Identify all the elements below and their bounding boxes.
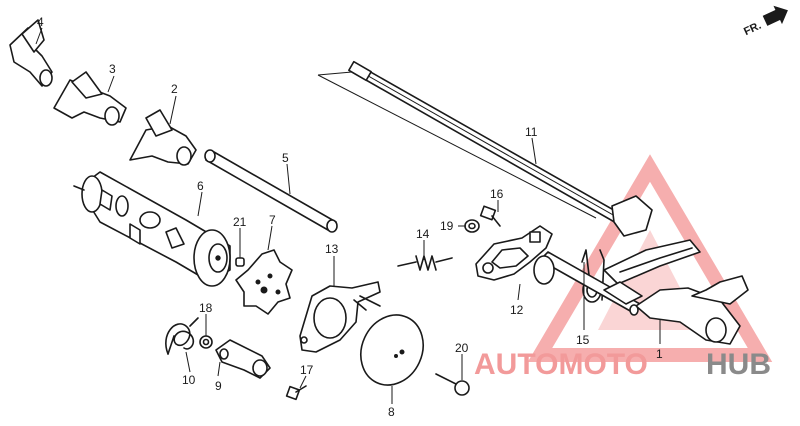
callout-15: 15 bbox=[576, 333, 590, 347]
part-shift-fork-c bbox=[129, 109, 197, 166]
leader-lines bbox=[35, 27, 661, 404]
callout-18: 18 bbox=[199, 301, 213, 315]
part-gearshift-spindle bbox=[533, 195, 749, 345]
part-bolt-medium bbox=[479, 205, 501, 227]
watermark: AUTOMOTO HUB bbox=[474, 348, 771, 381]
part-fork-shaft bbox=[204, 149, 338, 233]
callout-8: 8 bbox=[388, 405, 395, 419]
front-direction-marker: FR. bbox=[742, 5, 788, 38]
callout-19: 19 bbox=[440, 219, 454, 233]
callout-16: 16 bbox=[490, 187, 504, 201]
callout-2: 2 bbox=[171, 82, 178, 96]
part-shift-fork-a bbox=[9, 19, 53, 87]
callout-4: 4 bbox=[37, 15, 44, 29]
callout-13: 13 bbox=[325, 242, 339, 256]
watermark-text-a: AUTOMOTO bbox=[474, 348, 648, 381]
part-shift-fork-b bbox=[53, 71, 127, 126]
callout-7: 7 bbox=[269, 213, 276, 227]
callout-10: 10 bbox=[182, 373, 196, 387]
callout-21: 21 bbox=[233, 215, 247, 229]
fr-arrow-icon bbox=[762, 5, 788, 26]
part-return-spring bbox=[397, 255, 453, 271]
callout-9: 9 bbox=[215, 379, 222, 393]
callout-20: 20 bbox=[455, 341, 469, 355]
part-washer-small bbox=[199, 335, 213, 349]
part-shift-rod bbox=[317, 60, 641, 233]
part-torsion-spring bbox=[165, 317, 199, 355]
part-bolt-small bbox=[285, 385, 307, 401]
watermark-text-b: HUB bbox=[706, 348, 771, 381]
part-shift-drum bbox=[73, 171, 231, 287]
callout-12: 12 bbox=[510, 303, 524, 317]
callout-6: 6 bbox=[197, 179, 204, 193]
part-bolt-large bbox=[435, 373, 470, 396]
callout-3: 3 bbox=[109, 62, 116, 76]
callout-17: 17 bbox=[300, 363, 314, 377]
part-dowel-pin bbox=[235, 257, 245, 267]
part-stopper-arm bbox=[215, 339, 271, 379]
part-shift-plate bbox=[475, 225, 553, 281]
part-drum-center-plate bbox=[235, 249, 293, 315]
part-gasket-disc bbox=[360, 314, 424, 386]
part-stopper-bracket bbox=[299, 281, 381, 353]
callout-11: 11 bbox=[525, 125, 538, 139]
callout-1: 1 bbox=[656, 347, 663, 361]
callout-5: 5 bbox=[282, 151, 289, 165]
callout-14: 14 bbox=[416, 227, 430, 241]
part-washer-medium bbox=[464, 219, 480, 233]
callout-labels: 4 3 2 5 6 21 7 13 14 19 16 11 12 15 1 18… bbox=[37, 15, 663, 419]
fr-label: FR. bbox=[742, 20, 763, 38]
